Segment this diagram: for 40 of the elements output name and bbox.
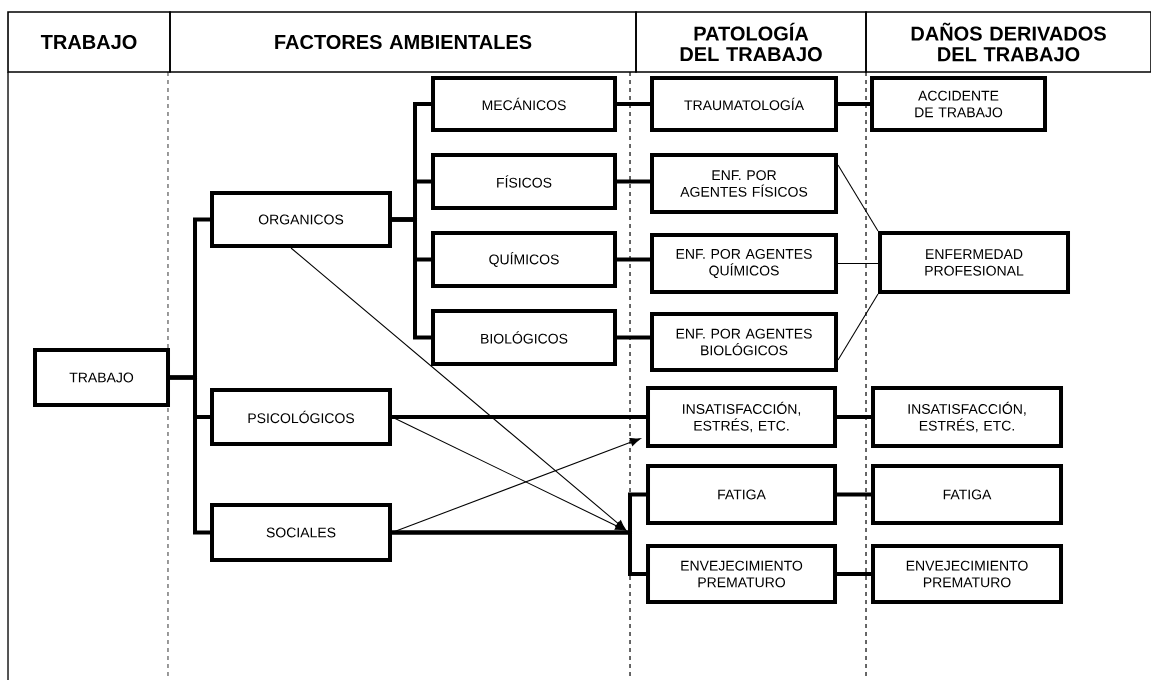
connector bbox=[617, 179, 650, 184]
box: TRABAJO bbox=[33, 348, 170, 407]
connector bbox=[837, 293, 879, 361]
box: ORGANICOS bbox=[210, 191, 392, 248]
connector bbox=[837, 262, 879, 265]
box: ENVEJECIMIENTO PREMATURO bbox=[646, 544, 837, 604]
connector bbox=[617, 102, 650, 106]
header-cell: FACTORES AMBIENTALES bbox=[169, 11, 637, 73]
box: FATIGA bbox=[646, 464, 837, 525]
connector bbox=[617, 335, 650, 340]
header-cell: DAÑOS DERIVADOS DEL TRABAJO bbox=[865, 11, 1151, 73]
connector bbox=[392, 530, 646, 576]
connector bbox=[392, 217, 431, 340]
connector bbox=[170, 375, 210, 535]
connector bbox=[392, 415, 646, 419]
box: QUÍMICOS bbox=[431, 231, 617, 288]
header-cell: PATOLOGÍA DEL TRABAJO bbox=[635, 11, 867, 73]
box: ENVEJECIMIENTO PREMATURO bbox=[871, 544, 1063, 604]
connector bbox=[837, 492, 871, 497]
connector bbox=[838, 102, 870, 106]
box: INSATISFACCIÓN, ESTRÉS, ETC. bbox=[646, 386, 837, 448]
box: INSATISFACCIÓN, ESTRÉS, ETC. bbox=[871, 386, 1063, 448]
box: TRAUMATOLOGÍA bbox=[650, 76, 838, 132]
box: ENF. POR AGENTES QUÍMICOS bbox=[650, 233, 838, 294]
connector bbox=[617, 257, 650, 262]
connector bbox=[290, 247, 626, 531]
box: ENF. POR AGENTES BIOLÓGICOS bbox=[650, 312, 838, 372]
connector bbox=[837, 572, 871, 576]
connector bbox=[837, 415, 871, 419]
box: ENF. POR AGENTES FÍSICOS bbox=[650, 153, 838, 214]
connector bbox=[837, 164, 879, 232]
box: FÍSICOS bbox=[431, 153, 617, 210]
box: SOCIALES bbox=[210, 503, 392, 562]
box: FATIGA bbox=[871, 464, 1063, 525]
header-cell: TRABAJO bbox=[7, 11, 171, 73]
box: PSICOLÓGICOS bbox=[210, 388, 392, 446]
box: ACCIDENTE DE TRABAJO bbox=[870, 76, 1047, 132]
box: ENFERMEDAD PROFESIONAL bbox=[878, 231, 1070, 294]
box: BIOLÓGICOS bbox=[431, 309, 617, 366]
box: MECÁNICOS bbox=[431, 76, 617, 132]
